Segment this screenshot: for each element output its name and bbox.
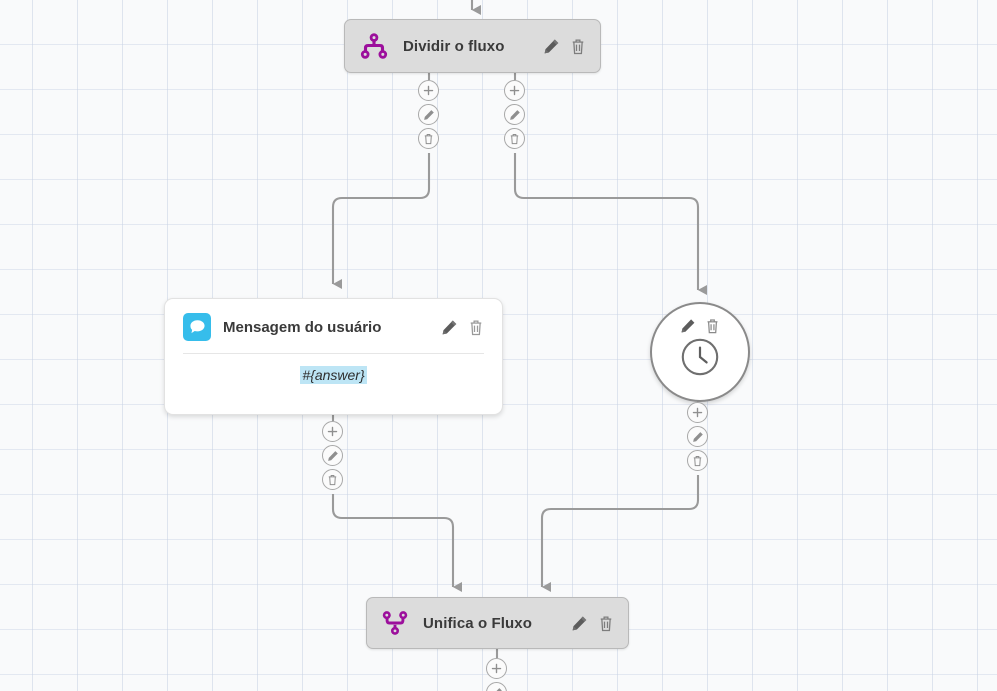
node-title-merge-flow: Unifica o Fluxo bbox=[423, 614, 533, 632]
edge-delay-to-merge bbox=[540, 475, 700, 593]
edge-split-to-user-message bbox=[331, 153, 431, 290]
node-tools-delay bbox=[680, 318, 720, 334]
node-tools-merge-flow bbox=[549, 615, 614, 632]
merge-flow-icon bbox=[381, 609, 409, 637]
delete-edge-button[interactable] bbox=[418, 128, 439, 149]
edit-edge-button[interactable] bbox=[322, 445, 343, 466]
port-stack-split-right[interactable] bbox=[504, 80, 525, 149]
node-user-message[interactable]: Mensagem do usuário bbox=[164, 298, 503, 415]
edit-edge-button[interactable] bbox=[687, 426, 708, 447]
chat-bubble-icon bbox=[183, 313, 211, 341]
add-node-button[interactable] bbox=[322, 421, 343, 442]
card-divider bbox=[183, 353, 484, 354]
edge-user-message-to-merge bbox=[331, 494, 462, 593]
node-delay[interactable] bbox=[650, 302, 750, 402]
add-node-button[interactable] bbox=[486, 658, 507, 679]
edit-edge-button[interactable] bbox=[504, 104, 525, 125]
port-stack-merge[interactable] bbox=[486, 658, 507, 691]
delete-node-button-user-message[interactable] bbox=[468, 319, 484, 336]
node-tools-user-message bbox=[419, 319, 484, 336]
node-header-user-message: Mensagem do usuário bbox=[165, 299, 502, 341]
delete-node-button-merge-flow[interactable] bbox=[598, 615, 614, 632]
add-node-button[interactable] bbox=[418, 80, 439, 101]
edit-edge-button[interactable] bbox=[418, 104, 439, 125]
node-title-user-message: Mensagem do usuário bbox=[223, 318, 382, 336]
node-merge-flow[interactable]: Unifica o Fluxo bbox=[366, 597, 629, 649]
variable-token-answer: #{answer} bbox=[300, 366, 367, 384]
delete-node-button-delay[interactable] bbox=[705, 318, 720, 334]
node-body-user-message: #{answer} bbox=[165, 354, 502, 401]
node-tools-split-flow bbox=[521, 38, 586, 55]
clock-icon bbox=[680, 337, 720, 382]
split-flow-icon bbox=[359, 32, 389, 60]
edge-split-to-delay bbox=[513, 153, 707, 296]
port-stack-split-left[interactable] bbox=[418, 80, 439, 149]
delete-edge-button[interactable] bbox=[504, 128, 525, 149]
edit-node-button-delay[interactable] bbox=[680, 318, 696, 334]
node-split-flow[interactable]: Dividir o fluxo bbox=[344, 19, 601, 73]
edit-node-button-user-message[interactable] bbox=[441, 319, 458, 336]
delete-edge-button[interactable] bbox=[322, 469, 343, 490]
add-node-button[interactable] bbox=[687, 402, 708, 423]
port-stack-delay[interactable] bbox=[687, 402, 708, 471]
edit-edge-button[interactable] bbox=[486, 682, 507, 691]
edit-node-button-split-flow[interactable] bbox=[543, 38, 560, 55]
delete-edge-button[interactable] bbox=[687, 450, 708, 471]
edit-node-button-merge-flow[interactable] bbox=[571, 615, 588, 632]
add-node-button[interactable] bbox=[504, 80, 525, 101]
node-title-split-flow: Dividir o fluxo bbox=[403, 37, 505, 55]
port-stack-user-message[interactable] bbox=[322, 421, 343, 490]
delete-node-button-split-flow[interactable] bbox=[570, 38, 586, 55]
